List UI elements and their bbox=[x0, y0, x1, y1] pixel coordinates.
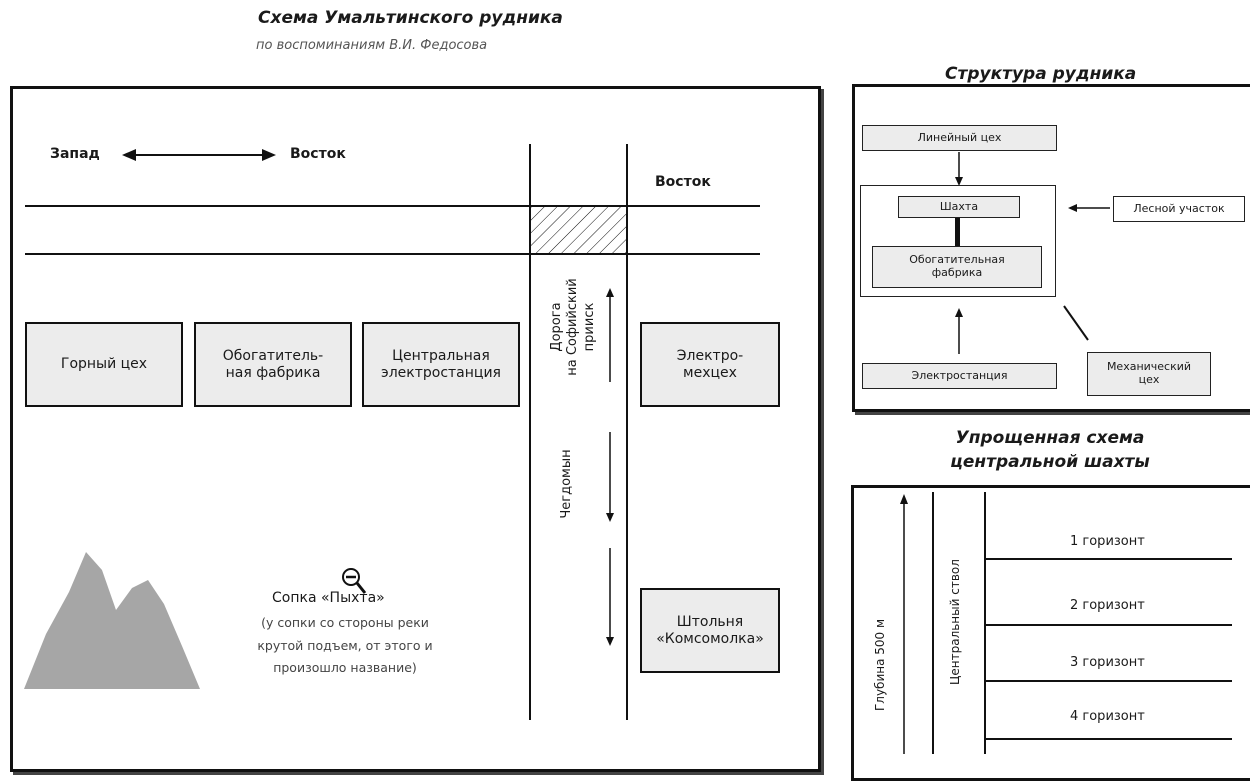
arrow-line-shop-to-core bbox=[955, 152, 963, 186]
shaft-scheme-title-line-1: Упрощенная схема bbox=[955, 428, 1145, 448]
hill-description: (у сопки со стороны реки крутой подъем, … bbox=[230, 612, 460, 680]
core-group bbox=[860, 185, 1056, 297]
arrow-mech-to-core bbox=[1063, 305, 1089, 341]
hill-description-line: (у сопки со стороны реки bbox=[261, 615, 429, 630]
central-trunk-left-wall bbox=[932, 492, 934, 754]
horizon-line-2 bbox=[984, 624, 1232, 626]
node-shaft: Шахта bbox=[898, 196, 1020, 218]
horizon-label-2: 2 горизонт bbox=[1070, 598, 1145, 613]
central-trunk-right-wall bbox=[984, 492, 986, 754]
vertical-road-left bbox=[529, 144, 531, 720]
road-line-bottom bbox=[25, 253, 760, 255]
horizon-label-4: 4 горизонт bbox=[1070, 709, 1145, 724]
hill-name: Сопка «Пыхта» bbox=[272, 590, 385, 606]
road-direction-arrows bbox=[606, 288, 614, 646]
depth-label: Глубина 500 м bbox=[873, 618, 887, 712]
depth-arrow bbox=[900, 494, 908, 754]
vertical-road-right bbox=[626, 144, 628, 720]
main-subtitle: по воспоминаниям В.И. Федосова bbox=[256, 38, 488, 53]
east-label: Восток bbox=[655, 174, 711, 190]
arrow-power-to-core bbox=[955, 308, 963, 354]
hill-description-line: произошло название) bbox=[273, 660, 417, 675]
shaft-plant-connector bbox=[955, 218, 960, 248]
node-mechanical-shop: Механический цех bbox=[1087, 352, 1211, 396]
compass-east-label: Восток bbox=[290, 146, 346, 162]
compass-arrow bbox=[122, 149, 276, 161]
crossing-hatch bbox=[531, 207, 626, 253]
building-power-station: Центральная электростанция bbox=[362, 322, 520, 407]
horizon-line-1 bbox=[984, 558, 1232, 560]
arrow-forest-to-core bbox=[1068, 204, 1110, 212]
hill-pykhta-icon bbox=[24, 552, 200, 689]
zoom-out-cursor-icon bbox=[342, 568, 367, 594]
horizon-line-4 bbox=[984, 738, 1232, 740]
building-electromech-shop: Электро- мехцех bbox=[640, 322, 780, 407]
horizon-label-1: 1 горизонт bbox=[1070, 534, 1145, 549]
node-processing-plant: Обогатительная фабрика bbox=[872, 246, 1042, 288]
building-adit-komsomolka: Штольня «Комсомолка» bbox=[640, 588, 780, 673]
compass-west-label: Запад bbox=[50, 146, 100, 162]
building-processing-plant: Обогатитель- ная фабрика bbox=[194, 322, 352, 407]
road-line-top bbox=[25, 205, 760, 207]
central-trunk-label: Центральный ствол bbox=[948, 559, 962, 685]
shaft-scheme-title-line-2: центральной шахты bbox=[950, 452, 1150, 472]
hill-description-line: крутой подъем, от этого и bbox=[257, 637, 433, 653]
road-chegdomyn-label: Чегдомын bbox=[559, 449, 574, 519]
node-forest-section: Лесной участок bbox=[1113, 196, 1245, 222]
node-power-station: Электростанция bbox=[862, 363, 1057, 389]
horizon-label-3: 3 горизонт bbox=[1070, 655, 1145, 670]
main-title: Схема Умальтинского рудника bbox=[258, 8, 563, 28]
node-line-shop: Линейный цех bbox=[862, 125, 1057, 151]
structure-title: Структура рудника bbox=[945, 64, 1137, 84]
horizon-line-3 bbox=[984, 680, 1232, 682]
road-sofiysky-label: Дорога на Софийский прииск bbox=[549, 278, 597, 376]
building-mining-shop: Горный цех bbox=[25, 322, 183, 407]
